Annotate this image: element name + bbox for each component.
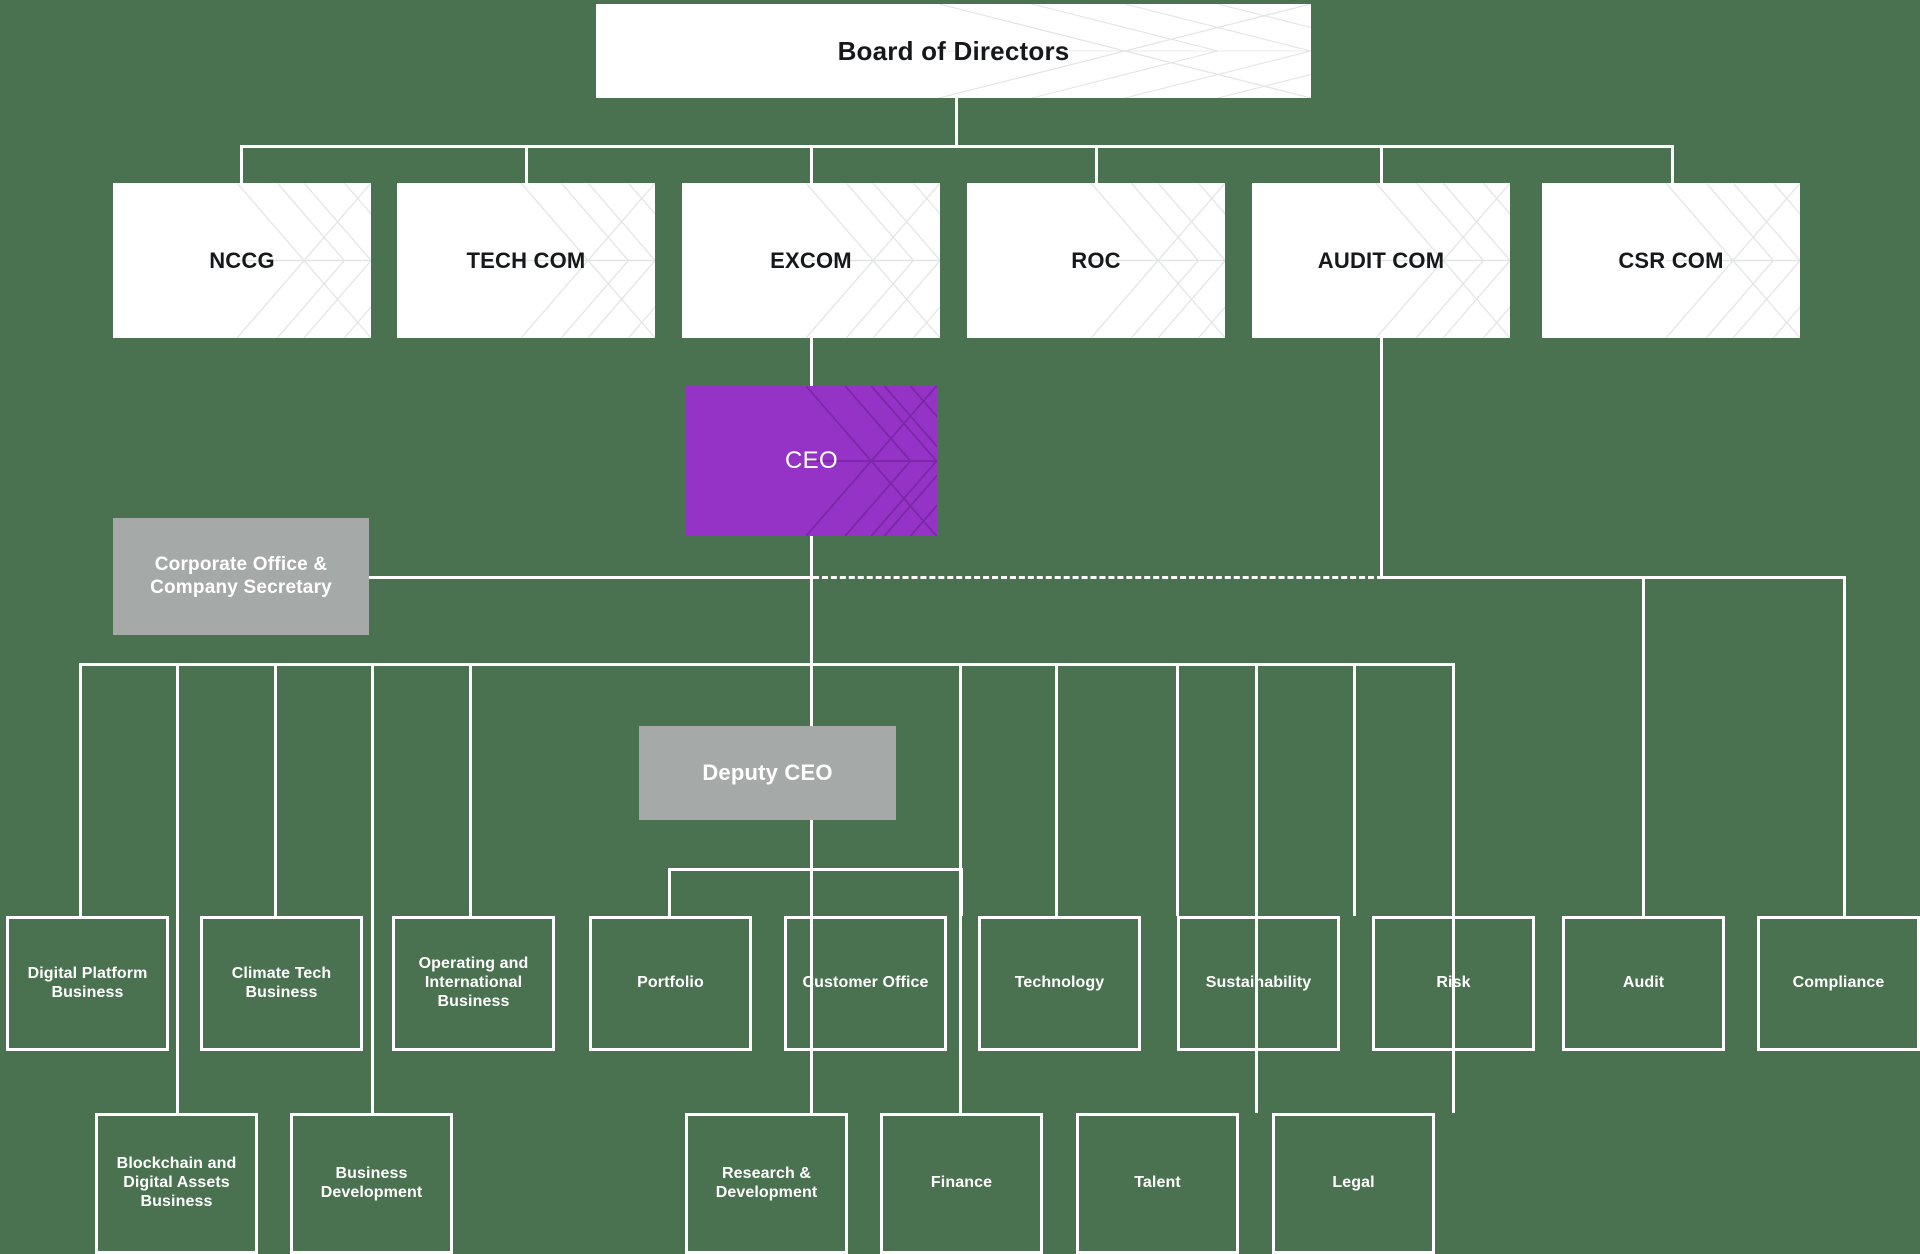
connector-drop-risk [1353,663,1356,916]
node-division-climate-tech-business[interactable]: Climate Tech Business [200,916,363,1051]
connector-ceo-spine [810,536,813,766]
subdivision-label: Blockchain and Digital Assets Business [116,1155,237,1210]
committee-label: EXCOM [770,247,852,273]
connector-drop-roc [1095,145,1098,183]
division-label: Sustainability [1205,974,1312,992]
node-division-portfolio[interactable]: Portfolio [589,916,752,1051]
connector-deputy-ceo-down [810,820,813,870]
node-committee-excom[interactable]: EXCOM [682,183,940,338]
committee-label: ROC [1071,247,1121,273]
division-label: Operating and International Business [418,955,529,1010]
node-division-audit[interactable]: Audit [1562,916,1725,1051]
connector-drop-techcom [525,145,528,183]
connector-dashed-audit-line [813,576,1383,579]
connector-committee-bus [240,145,1674,148]
subdivision-label: Legal [1332,1174,1375,1192]
connector-main-bus [79,663,1453,666]
deputy-ceo-label: Deputy CEO [702,760,833,786]
node-subdivision-legal[interactable]: Legal [1272,1113,1435,1254]
connector-drop-compliance [1843,576,1846,916]
node-committee-audit-com[interactable]: AUDIT COM [1252,183,1510,338]
node-division-compliance[interactable]: Compliance [1757,916,1920,1051]
subdivision-label: Finance [930,1174,993,1192]
node-subdivision-finance[interactable]: Finance [880,1113,1043,1254]
node-subdivision-research-development[interactable]: Research & Development [685,1113,848,1254]
division-label: Audit [1622,974,1665,992]
connector-drop-blockchain [176,663,179,1113]
connector-drop-climate-tech [274,663,277,916]
division-label: Customer Office [802,974,929,992]
node-division-digital-platform-business[interactable]: Digital Platform Business [6,916,169,1051]
connector-drop-csrcom [1671,145,1674,183]
node-division-sustainability[interactable]: Sustainability [1177,916,1340,1051]
node-division-operating-international-business[interactable]: Operating and International Business [392,916,555,1051]
connector-drop-legal [1452,663,1455,1113]
node-committee-tech-com[interactable]: TECH COM [397,183,655,338]
node-division-customer-office[interactable]: Customer Office [784,916,947,1051]
node-committee-csr-com[interactable]: CSR COM [1542,183,1800,338]
node-committee-roc[interactable]: ROC [967,183,1225,338]
node-corporate-office-company-secretary[interactable]: Corporate Office & Company Secretary [113,518,369,635]
committee-label: AUDIT COM [1317,247,1445,273]
connector-right-bus [1380,576,1846,579]
subdivision-label: Research & Development [715,1164,818,1201]
connector-drop-auditcom [1380,145,1383,183]
connector-drop-operating-intl [469,663,472,916]
connector-drop-business-development [371,663,374,1113]
connector-deputy-ceo-bus [668,868,963,871]
connector-drop-technology [1055,663,1058,916]
subdivision-label: Talent [1134,1174,1181,1192]
division-label: Compliance [1792,974,1885,992]
connector-drop-nccg [240,145,243,183]
connector-drop-talent [1255,663,1258,1113]
subdivision-label: Business Development [320,1164,423,1201]
connector-auditcom-down [1380,338,1383,578]
node-committee-nccg[interactable]: NCCG [113,183,371,338]
division-label: Portfolio [637,974,704,992]
corporate-office-label: Corporate Office & Company Secretary [150,554,332,598]
connector-corporate-office-to-spine [369,576,813,579]
node-subdivision-business-development[interactable]: Business Development [290,1113,453,1254]
connector-board-down [955,98,958,148]
ceo-label: CEO [785,446,838,474]
node-division-technology[interactable]: Technology [978,916,1141,1051]
node-deputy-ceo[interactable]: Deputy CEO [639,726,896,820]
committee-label: TECH COM [466,247,586,273]
connector-drop-research-development [810,868,813,1113]
connector-drop-audit [1642,576,1645,916]
connector-drop-excom [810,145,813,183]
node-ceo[interactable]: CEO [686,386,937,536]
board-of-directors-label: Board of Directors [837,35,1070,66]
division-label: Technology [1014,974,1105,992]
division-label: Risk [1436,974,1471,992]
committee-label: CSR COM [1618,247,1724,273]
node-subdivision-blockchain-digital-assets-business[interactable]: Blockchain and Digital Assets Business [95,1113,258,1254]
node-board-of-directors[interactable]: Board of Directors [596,4,1311,98]
connector-drop-portfolio [668,868,671,916]
connector-drop-digital-platform [79,663,82,916]
division-label: Climate Tech Business [231,964,332,1001]
connector-excom-to-ceo [810,338,813,386]
committee-label: NCCG [209,247,275,273]
connector-drop-customer-office [960,868,963,916]
node-division-risk[interactable]: Risk [1372,916,1535,1051]
connector-drop-sustainability [1176,663,1179,916]
division-label: Digital Platform Business [27,964,148,1001]
node-subdivision-talent[interactable]: Talent [1076,1113,1239,1254]
